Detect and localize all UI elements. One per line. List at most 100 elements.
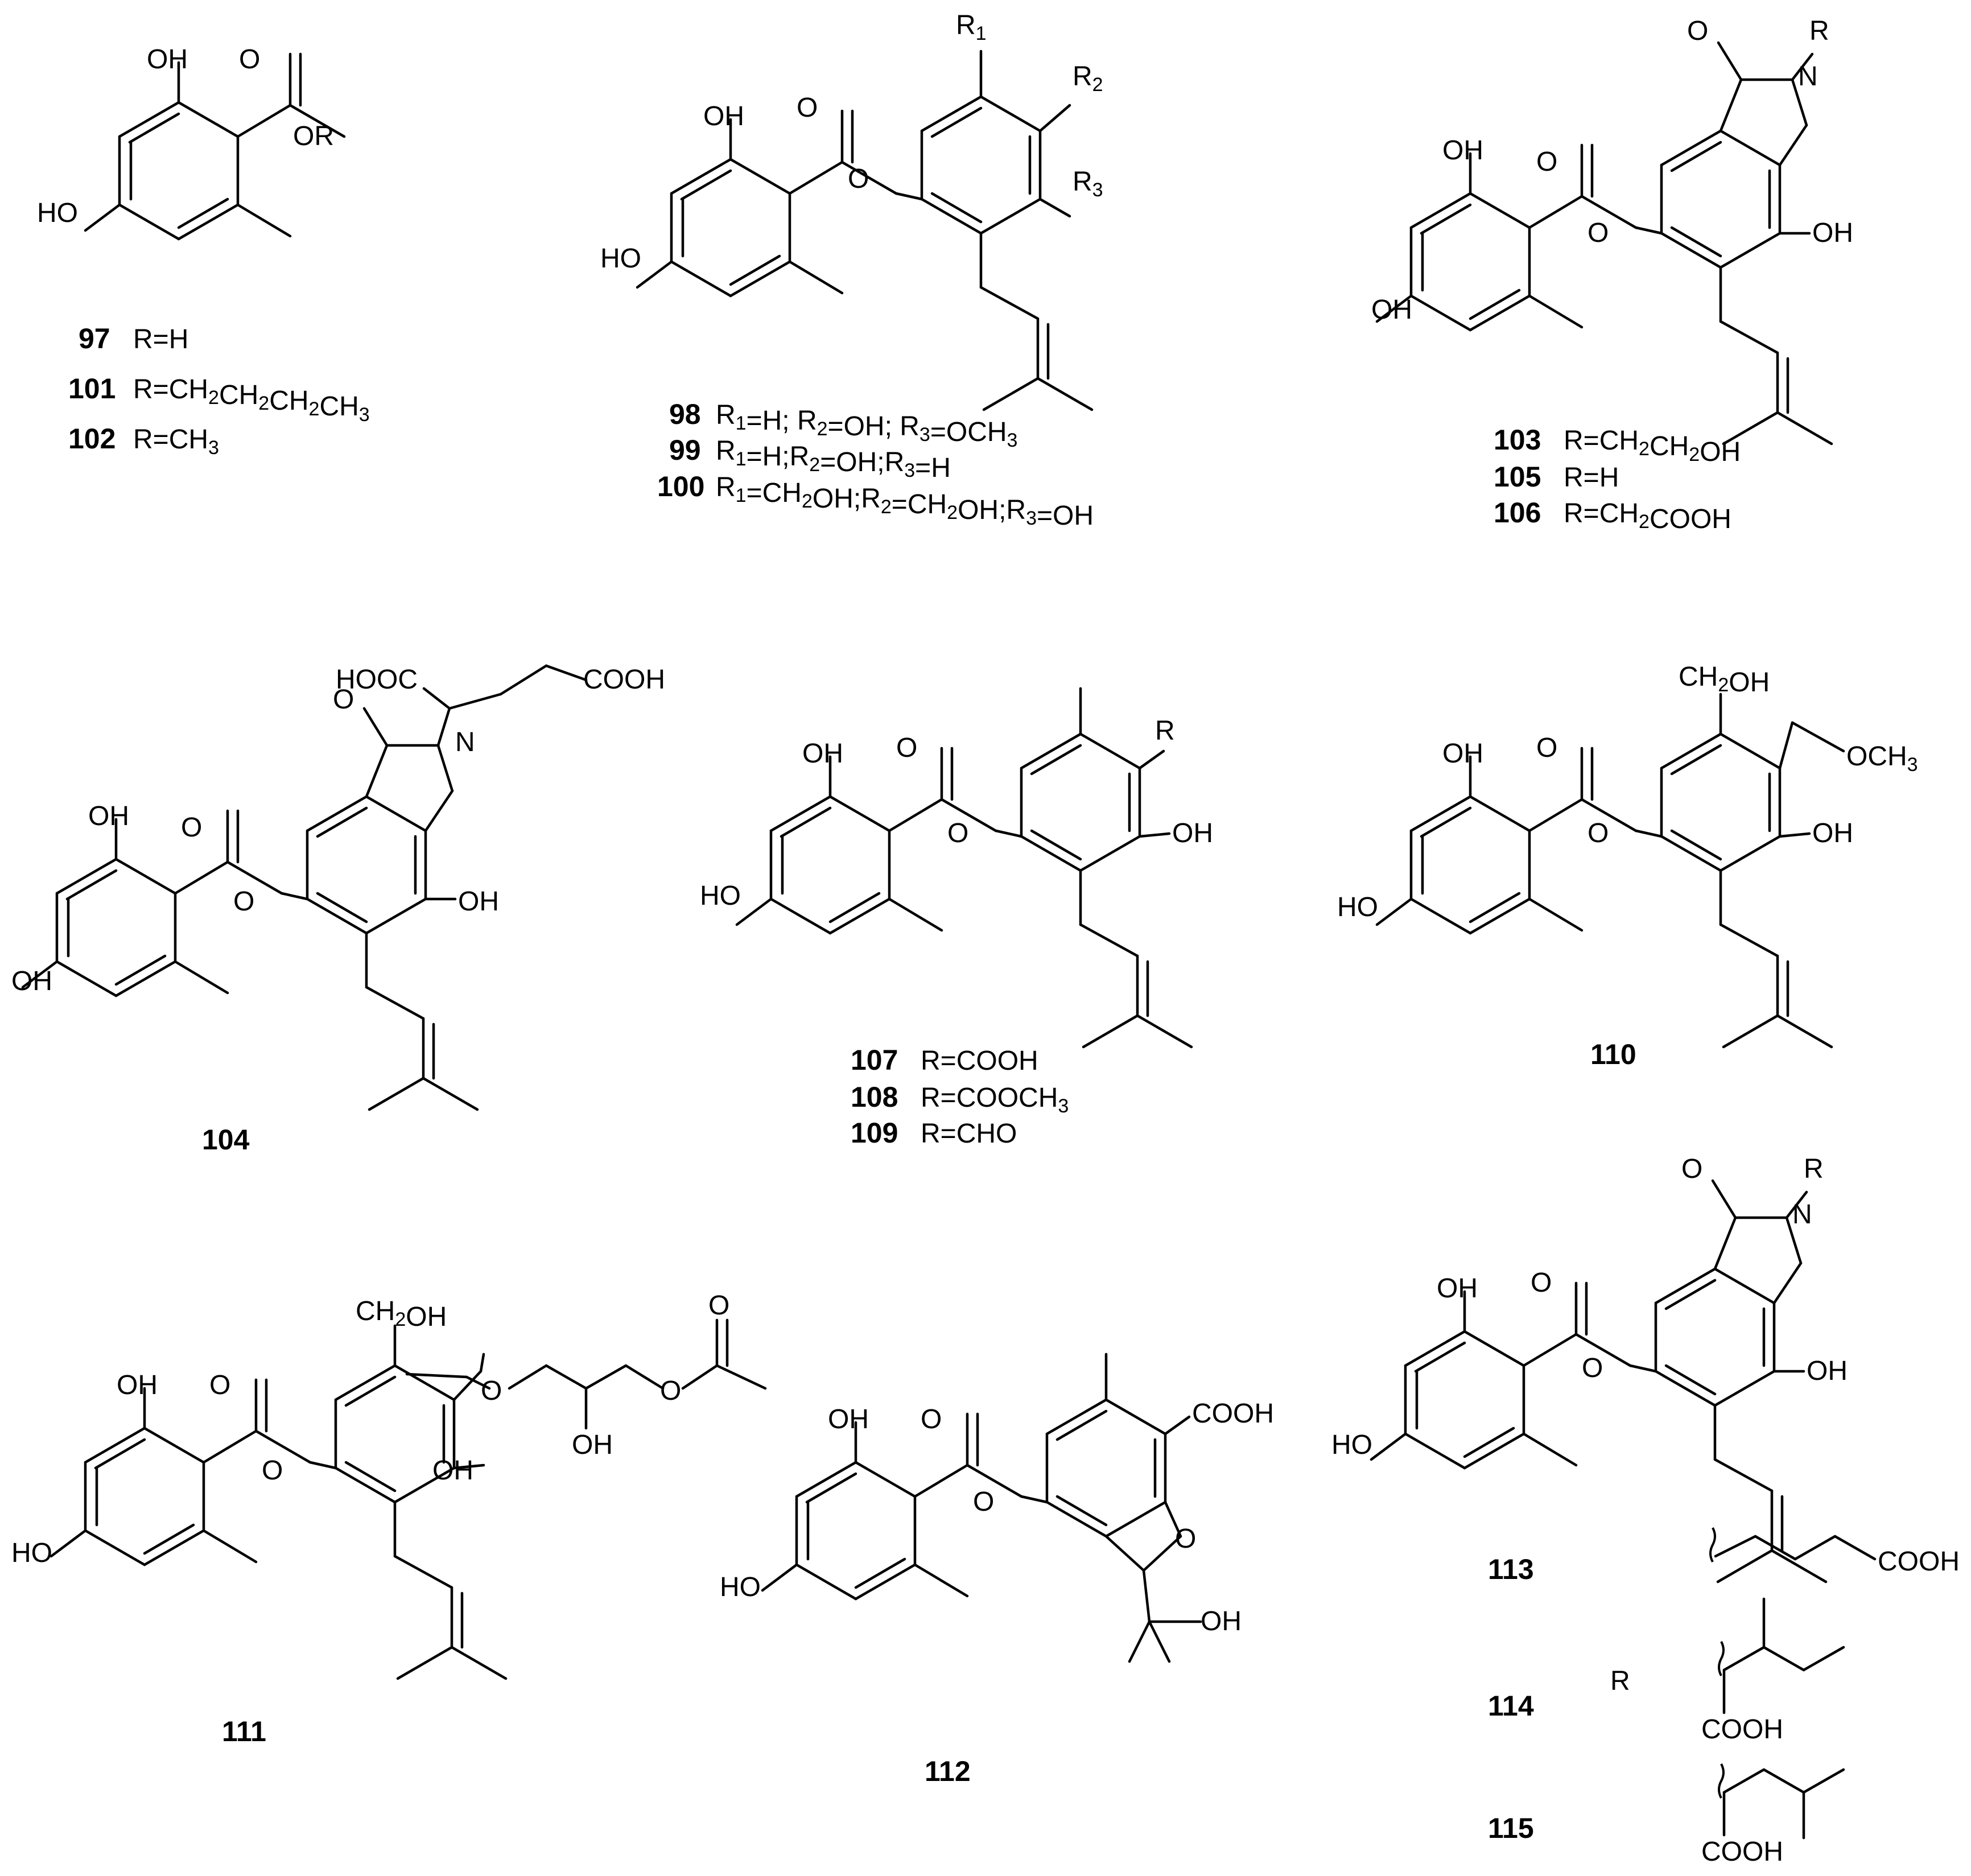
compound-103: 103 [1494,424,1541,456]
compound-109: 109 [851,1117,898,1149]
label-block-98: 98 R1=H; R2=OH; R3=OCH3 99 R1=H;R2=OH;R3… [657,398,1094,531]
atom-r: R [1809,16,1829,46]
compound-106: 106 [1494,497,1541,529]
atom-o-lactam: O [333,685,354,715]
atom-r: R [1155,716,1175,746]
compound-113: 113 [1488,1553,1534,1585]
atom-oh-glycerol: OH [572,1430,613,1460]
atom-oh: OH [802,739,843,769]
atom-n: N [1798,61,1818,92]
structure-112: COOH O OH OH O O HO 112 [720,1353,1274,1787]
atom-o-ether: O [481,1376,502,1406]
desc-100: R1=CH2OH;R2=CH2OH;R3=OH [716,472,1094,531]
compound-102: 102 [68,423,116,455]
desc-97: R=H [133,324,188,354]
atom-oh-para: OH [1371,295,1412,325]
atom-o-ester: O [1587,218,1609,248]
atom-oh-ring: OH [432,1456,473,1486]
atom-cooh: COOH [583,665,665,695]
desc-105: R=H [1564,463,1619,493]
atom-r3: R3 [1073,167,1103,201]
atom-o-acetyl: O [660,1376,681,1406]
atom-r2: R2 [1073,61,1103,96]
atom-o-ester: O [1582,1353,1603,1383]
label-block-97: 97 R=H 101 R=CH2CH2CH2CH3 102 R=CH3 [68,323,370,459]
desc-107: R=COOH [921,1046,1038,1076]
atom-ch2oh: CH2OH [356,1296,447,1332]
atom-o-ester: O [262,1456,283,1486]
desc-101: R=CH2CH2CH2CH3 [133,374,370,426]
desc-108: R=COOCH3 [921,1083,1069,1117]
atom-oh: OH [1442,135,1483,166]
atom-oh: OH [117,1370,158,1400]
label-block-107: 107 R=COOH 108 R=COOCH3 109 R=CHO [851,1044,1069,1149]
r-group-list: 113 114 115 R COOH COOH COOH [1488,1527,1960,1867]
atom-ch2oh: CH2OH [1679,662,1770,698]
atom-oh: OH [1437,1273,1478,1304]
structure-113: OH O O HO O N R OH [1331,1154,1848,1582]
compound-112: 112 [925,1755,971,1787]
atom-o-ester: O [848,164,869,194]
atom-och3: OCH3 [1846,741,1918,776]
desc-103: R=CH2CH2OH [1564,426,1741,467]
atom-ho: HO [37,198,78,228]
atom-ho: HO [1331,1430,1372,1460]
compound-108: 108 [851,1081,898,1113]
atom-oh-ring: OH [1172,818,1213,848]
compound-110: 110 [1590,1038,1636,1070]
atom-ho: HO [1337,892,1378,922]
atom-o-lactam: O [1687,16,1708,46]
atom-n: N [1792,1199,1812,1230]
compound-101: 101 [68,373,116,405]
atom-oh: OH [147,44,188,75]
desc-102: R=CH3 [133,424,219,459]
atom-o: O [797,93,818,123]
atom-o: O [209,1370,230,1400]
atom-o-ester: O [947,818,968,848]
r-113-cooh: COOH [1878,1547,1960,1577]
atom-o: O [1531,1268,1552,1298]
compound-107: 107 [851,1044,898,1076]
atom-o: O [239,44,260,75]
r-114-cooh: COOH [1701,1714,1783,1745]
atom-o-furan: O [1175,1524,1196,1554]
compound-104: 104 [202,1124,250,1156]
atom-hooc: HOOC [336,665,418,695]
desc-99: R1=H;R2=OH;R3=H [716,436,951,483]
structure-98: OH O O HO R1 R2 R3 [600,10,1103,410]
compound-98: 98 [669,398,701,430]
atom-oh-ring: OH [1812,218,1853,248]
atom-ho: HO [720,1572,761,1602]
r-group-label: R [1610,1666,1630,1696]
atom-r: R [1804,1154,1824,1184]
atom-r1: R1 [956,10,987,44]
structure-97: OH O OR HO [37,44,344,239]
atom-o-ester: O [233,887,254,917]
structure-111: CH2OH O OH O O OH O O HO OH 111 [11,1290,767,1747]
compound-100: 100 [657,471,704,502]
atom-o-carbonyl: O [708,1290,729,1321]
atom-o-ester: O [1587,818,1609,848]
atom-cooh: COOH [1192,1399,1274,1429]
label-block-103: 103 R=CH2CH2OH 105 R=H 106 R=CH2COOH [1494,424,1741,534]
atom-n: N [455,727,475,757]
atom-o: O [921,1404,942,1434]
structure-110: CH2OH OCH3 OH O O HO OH 110 [1337,662,1918,1070]
atom-oh-ring: OH [458,887,499,917]
compound-111: 111 [222,1716,266,1747]
desc-98: R1=H; R2=OH; R3=OCH3 [716,400,1017,451]
compound-99: 99 [669,434,701,466]
atom-oh-ring: OH [1807,1356,1848,1386]
compound-114: 114 [1488,1690,1534,1722]
atom-ho: HO [600,244,641,274]
atom-o: O [181,813,202,843]
atom-o-lactam: O [1681,1154,1702,1184]
atom-oh-ring: OH [1812,818,1853,848]
atom-o: O [1536,733,1557,763]
atom-oh: OH [88,801,129,831]
atom-o-ester: O [973,1487,994,1517]
atom-ho: HO [11,1538,52,1568]
atom-oh: OH [703,101,744,131]
compound-115: 115 [1488,1812,1534,1844]
